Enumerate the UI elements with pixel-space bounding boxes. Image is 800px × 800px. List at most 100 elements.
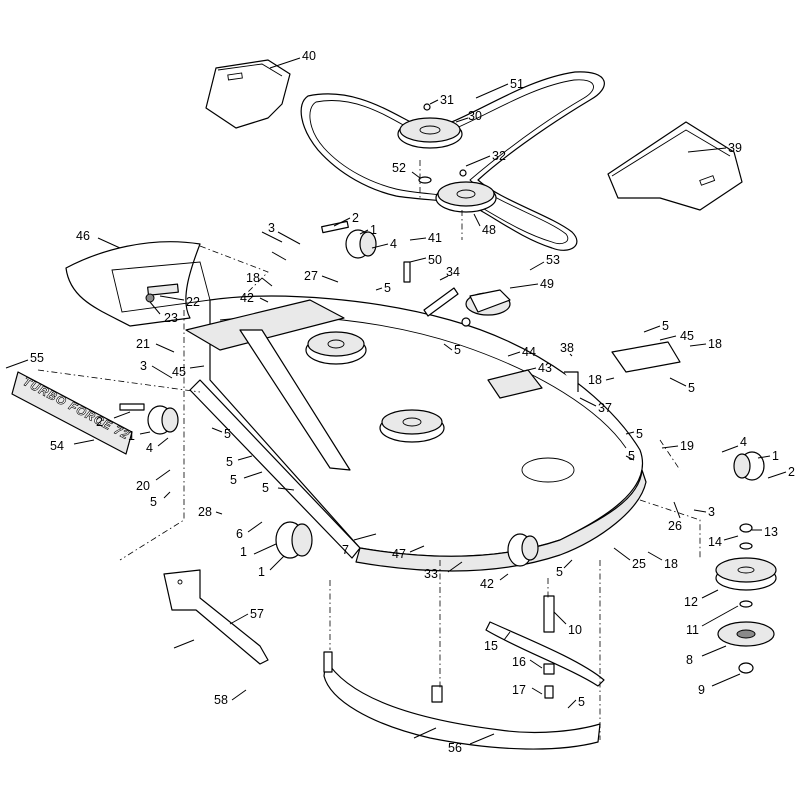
svg-text:5: 5 xyxy=(230,473,237,487)
svg-text:39: 39 xyxy=(728,141,742,155)
svg-text:4: 4 xyxy=(146,441,153,455)
callout-5e: 5 xyxy=(211,427,231,441)
callout-23: 23 xyxy=(149,301,178,325)
svg-text:45: 45 xyxy=(172,365,186,379)
idler-arm-assembly xyxy=(461,289,511,327)
svg-text:2: 2 xyxy=(96,415,103,429)
svg-text:1: 1 xyxy=(772,449,779,463)
callout-5b: 5 xyxy=(443,343,461,357)
svg-text:44: 44 xyxy=(522,345,536,359)
svg-text:20: 20 xyxy=(136,479,150,493)
callout-3b: 3 xyxy=(140,359,173,379)
svg-text:1: 1 xyxy=(240,545,247,559)
callout-29: 30 xyxy=(455,109,482,123)
callout-5i: 5 xyxy=(625,449,635,463)
svg-text:52: 52 xyxy=(392,161,406,175)
svg-text:45: 45 xyxy=(680,329,694,343)
svg-text:5: 5 xyxy=(224,427,231,441)
pulley-spacer xyxy=(418,176,432,184)
svg-text:18: 18 xyxy=(246,271,260,285)
lower-drive-pulley xyxy=(435,169,497,213)
svg-text:5: 5 xyxy=(226,455,233,469)
callout-45: 49 xyxy=(509,277,554,291)
svg-text:6: 6 xyxy=(236,527,243,541)
callout-33: 37 xyxy=(579,397,612,415)
svg-text:34: 34 xyxy=(446,265,460,279)
callout-1e: 1 xyxy=(258,555,285,579)
callout-5c: 5 xyxy=(643,319,669,333)
svg-text:17: 17 xyxy=(512,683,526,697)
callout-35: 39 xyxy=(687,141,742,155)
spacer-bushing xyxy=(403,261,411,283)
callout-2c: 2 xyxy=(767,465,795,479)
callout-5g: 5 xyxy=(230,471,263,487)
callout-5j: 5 xyxy=(150,491,171,509)
callout-18a: 18 xyxy=(246,271,273,287)
mounting-bracket xyxy=(163,569,269,665)
callout-48: 52 xyxy=(392,161,421,179)
svg-text:5: 5 xyxy=(578,695,585,709)
callouts: 51 40 39 31 30 32 52 48 46 3 2 1 4 41 50… xyxy=(5,49,795,755)
callout-22: 22 xyxy=(159,295,200,309)
svg-text:18: 18 xyxy=(664,557,678,571)
svg-text:14: 14 xyxy=(708,535,722,549)
svg-text:5: 5 xyxy=(150,495,157,509)
callout-32: 34 xyxy=(439,265,460,281)
svg-text:5: 5 xyxy=(688,381,695,395)
svg-text:33: 33 xyxy=(424,567,438,581)
svg-text:55: 55 xyxy=(30,351,44,365)
svg-text:27: 27 xyxy=(304,269,318,283)
callout-17: 17 xyxy=(512,683,543,697)
callout-5d: 5 xyxy=(669,377,695,395)
callout-41: 45 xyxy=(659,329,694,343)
svg-text:1: 1 xyxy=(258,565,265,579)
callout-11: 11 xyxy=(686,605,739,637)
svg-text:1: 1 xyxy=(128,429,135,443)
svg-text:31: 31 xyxy=(440,93,454,107)
svg-text:53: 53 xyxy=(546,253,560,267)
callout-1d: 1 xyxy=(240,543,277,559)
callout-13: 13 xyxy=(752,525,778,539)
callout-1a: 1 xyxy=(359,223,377,237)
blade-washer xyxy=(543,663,555,675)
bracket-right xyxy=(611,341,681,373)
callout-25: 25 xyxy=(613,547,646,571)
turbo-force-decal: TURBO FORCE 72 xyxy=(11,371,133,455)
callout-53: 57 xyxy=(229,607,264,625)
svg-text:11: 11 xyxy=(686,623,699,637)
svg-text:2: 2 xyxy=(352,211,359,225)
callout-15: 15 xyxy=(484,631,511,653)
svg-text:13: 13 xyxy=(764,525,778,539)
callout-57 xyxy=(261,231,283,243)
gauge-wheel-center xyxy=(507,533,539,567)
svg-text:32: 32 xyxy=(492,149,506,163)
svg-text:19: 19 xyxy=(680,439,694,453)
callout-56 xyxy=(271,251,287,261)
belt-shield-right xyxy=(607,121,743,211)
rod-bracket xyxy=(564,371,579,392)
svg-text:38: 38 xyxy=(560,341,574,355)
svg-text:1: 1 xyxy=(370,223,377,237)
blade-bolt xyxy=(544,685,554,699)
svg-text:21: 21 xyxy=(136,337,150,351)
callout-34: 38 xyxy=(560,341,574,357)
assembly-lines xyxy=(37,160,701,740)
decal-text: TURBO FORCE 72 xyxy=(21,374,132,442)
callout-5k: 5 xyxy=(262,481,295,495)
spindle-pulley-center xyxy=(379,409,445,443)
callout-18b: 18 xyxy=(689,337,722,351)
svg-text:49: 49 xyxy=(540,277,554,291)
callout-18c: 18 xyxy=(588,373,615,387)
svg-text:42: 42 xyxy=(480,577,494,591)
callout-26: 26 xyxy=(668,501,682,533)
upper-idler-pulley xyxy=(397,103,463,149)
svg-text:46: 46 xyxy=(76,229,90,243)
svg-text:7: 7 xyxy=(342,543,349,557)
callout-31: 33 xyxy=(424,561,463,581)
callout-46: 50 xyxy=(409,253,442,267)
callout-5l: 5 xyxy=(556,559,573,579)
callout-4a: 4 xyxy=(371,237,397,251)
callout-4c: 4 xyxy=(721,435,747,453)
mower-blade xyxy=(485,621,605,687)
